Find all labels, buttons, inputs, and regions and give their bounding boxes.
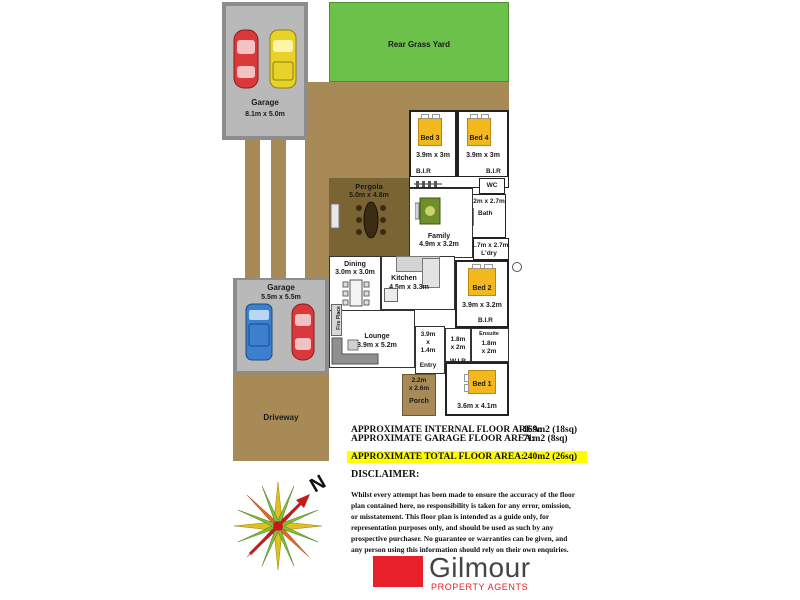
bed4-name: Bed 4 <box>469 135 489 142</box>
entry-name: Entry <box>419 362 437 369</box>
wir-dims-b: x 2m <box>450 344 466 351</box>
fireplace-name: Fire Place <box>335 306 342 330</box>
brand-logo: Gilmour PROPERTY AGENTS <box>371 552 551 592</box>
hall-dims-a: 3.9m <box>420 331 436 338</box>
bed3-bed-icon <box>418 114 442 146</box>
bath-name: Bath <box>478 210 493 217</box>
bed3-name: Bed 3 <box>420 135 440 142</box>
disclaimer-line-3: or misstatement. This floor plan is inte… <box>351 512 550 521</box>
logo-red-square <box>373 556 423 587</box>
wir-dims-a: 1.8m <box>450 336 466 343</box>
fridge-icon <box>384 288 398 302</box>
kitchen-dims: 4.5m x 3.3m <box>389 284 429 291</box>
disclaimer-line-5: prospective purchaser. No guarantee or w… <box>351 534 568 543</box>
red-car-icon <box>291 303 315 361</box>
driveway <box>233 373 329 461</box>
family-name: Family <box>427 233 451 240</box>
bed2-bed-icon <box>468 264 496 296</box>
garage-lower-dims: 5.5m x 5.5m <box>261 294 301 301</box>
laundry-room <box>473 238 509 260</box>
compass-rose-icon <box>233 481 323 571</box>
garage-area-label: APPROXIMATE GARAGE FLOOR AREA: <box>351 434 535 444</box>
kitchen-island <box>422 258 440 288</box>
total-area-value: 240m2 (26sq) <box>523 452 578 462</box>
garage-top-cars <box>233 29 297 89</box>
outdoor-table-icon <box>330 201 386 239</box>
sofa-icon <box>331 337 379 365</box>
wc-name: WC <box>486 182 498 189</box>
bed3-dims: 3.9m x 3m <box>416 152 450 159</box>
bed2-dims: 3.9m x 3.2m <box>462 302 502 309</box>
bed4-dims: 3.9m x 3m <box>466 152 500 159</box>
bed2-bir: B.I.R <box>478 317 493 324</box>
lounge-name: Lounge <box>364 333 390 340</box>
bed1-name: Bed 1 <box>472 381 492 388</box>
disclaimer-line-6: any person using this information should… <box>351 545 569 554</box>
wc-room <box>479 178 505 194</box>
ensuite-dims-b: x 2m <box>481 348 497 355</box>
bed4-bed-icon <box>467 114 491 146</box>
total-area-label: APPROXIMATE TOTAL FLOOR AREA: <box>351 452 525 462</box>
porch <box>402 374 436 416</box>
bed2-name: Bed 2 <box>472 285 492 292</box>
total-area-highlight <box>347 451 587 463</box>
garage-top-dims: 8.1m x 5.0m <box>245 111 285 118</box>
driveway-label: Driveway <box>263 413 299 422</box>
bed4-bir: B.I.R <box>486 168 501 175</box>
lounge-dims: 3.9m x 5.2m <box>357 342 397 349</box>
hall <box>415 326 445 374</box>
pergola-dims: 5.0m x 4.8m <box>349 192 389 199</box>
internal-area-value: 169m2 (18sq) <box>523 425 578 435</box>
bed3-bir: B.I.R <box>416 168 431 175</box>
bed1-bed-icon <box>464 370 496 394</box>
rear-yard-label: Rear Grass Yard <box>387 40 451 49</box>
internal-area-label: APPROXIMATE INTERNAL FLOOR AREA: <box>351 425 543 435</box>
porch-dims-b: x 2.6m <box>408 385 430 392</box>
hot-water-icon <box>512 262 522 272</box>
bed1-dims: 3.6m x 4.1m <box>457 403 497 410</box>
dining-table-icon <box>342 279 370 307</box>
disclaimer-heading: DISCLAIMER: <box>351 469 420 480</box>
wir-name: W.I.R <box>445 358 471 366</box>
garage-top-name: Garage <box>251 98 279 107</box>
hanger-rail-icon <box>414 181 442 187</box>
blue-car-icon <box>245 303 273 361</box>
family-dims: 4.9m x 3.2m <box>419 241 459 248</box>
rear-grass-yard <box>329 2 509 82</box>
logo-tagline: PROPERTY AGENTS <box>431 582 529 592</box>
laundry-dims: 1.7m x 2.7m <box>471 242 509 249</box>
ensuite-dims-a: 1.8m <box>481 340 497 347</box>
logo-brand-name: Gilmour <box>429 552 531 583</box>
dining-name: Dining <box>344 261 366 268</box>
dining-dims: 3.0m x 3.0m <box>335 269 375 276</box>
kitchen-name: Kitchen <box>391 275 417 282</box>
wir-room <box>445 328 471 362</box>
bath-dims: 2m x 2.7m <box>473 198 505 205</box>
red-car-icon <box>233 29 259 89</box>
driveway-strip-right <box>271 140 286 278</box>
disclaimer-line-1: Whilst every attempt has been made to en… <box>351 490 576 499</box>
pergola-name: Pergola <box>355 182 383 191</box>
driveway-strip-left <box>245 140 260 278</box>
porch-dims-a: 2.2m <box>411 377 427 384</box>
fireplace-icon <box>331 304 342 336</box>
laundry-name: L'dry <box>481 250 497 257</box>
garage-lower-name: Garage <box>267 283 295 292</box>
rug-icon <box>415 197 441 225</box>
disclaimer-line-4: representation purposes only, and should… <box>351 523 554 532</box>
garage-lower-cars <box>245 303 315 361</box>
garage-area-value: 71m2 (8sq) <box>523 434 568 444</box>
disclaimer-line-2: plan contained here, no responsibility i… <box>351 501 571 510</box>
bath-room <box>472 194 506 238</box>
porch-name: Porch <box>409 398 429 405</box>
hall-dims-c: 1.4m <box>420 347 436 354</box>
ensuite-room <box>471 328 509 362</box>
yellow-car-icon <box>269 29 297 89</box>
ensuite-name: Ensuite <box>479 331 499 337</box>
hall-dims-b: x <box>426 339 430 346</box>
